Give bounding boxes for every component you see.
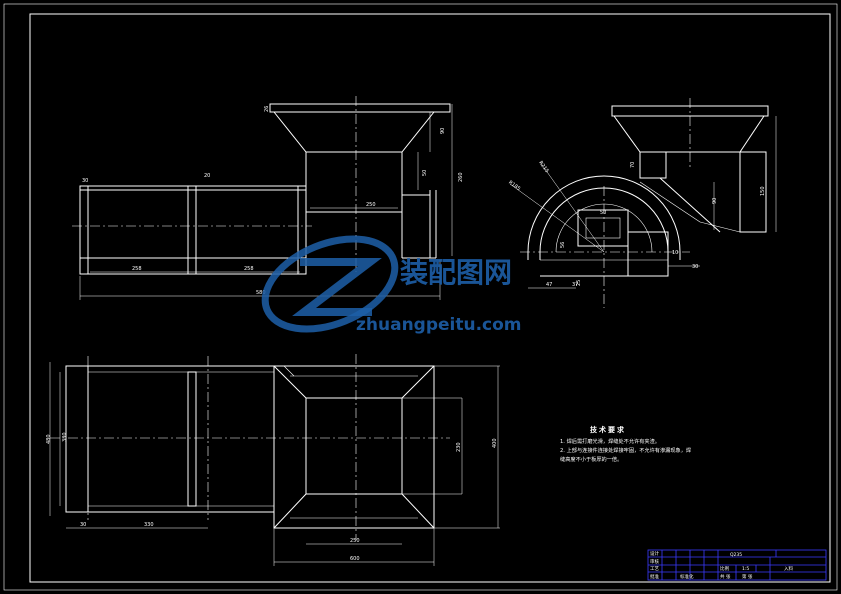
outer-border <box>3 3 838 591</box>
notes-title: 技术要求 <box>590 425 626 434</box>
notes-line-1: 1. 焊后需打磨光滑，焊缝处不允许有夹渣。 <box>560 437 660 445</box>
dim-258-b: 258 <box>244 266 254 272</box>
dim-30-tube: 30 <box>82 178 88 184</box>
dim-50-side: 50 <box>600 210 606 216</box>
dim-600-top: 600 <box>350 556 360 562</box>
dim-580: 580 <box>256 290 266 296</box>
dim-258-a: 258 <box>132 266 142 272</box>
dim-260-front: 260 <box>458 172 464 182</box>
inner-border <box>29 13 831 583</box>
watermark-url: zhuangpeitu.com <box>356 315 522 335</box>
dim-56-side: 56 <box>560 242 566 248</box>
tb-sheet-number: 第 张 <box>742 573 753 580</box>
technical-notes: 技术要求 1. 焊后需打磨光滑，焊缝处不允许有夹渣。 2. 上部与连接件连接处焊… <box>560 425 691 463</box>
dim-r215: R215 <box>537 160 550 174</box>
dim-480-top: 480 <box>46 434 52 444</box>
tb-material: Q235 <box>730 552 742 558</box>
dim-20-tube: 20 <box>204 173 210 179</box>
tb-label-process: 工艺 <box>650 566 659 572</box>
dim-26-front: 26 <box>264 106 270 112</box>
dim-30-side: 30 <box>692 264 698 270</box>
dim-47-side: 47 <box>546 282 552 288</box>
dim-25-side: 25 <box>576 280 582 286</box>
dim-230-top: 230 <box>456 442 462 452</box>
dim-30-top: 30 <box>80 522 86 528</box>
notes-line-2: 2. 上部与连接件连接处焊接牢固，不允许有渗漏现象，焊 <box>560 446 691 454</box>
watermark-brand: 装配图网 <box>400 256 512 289</box>
dim-330-top-bottom: 330 <box>144 522 154 528</box>
dim-r185: R185 <box>507 180 521 193</box>
dim-90-side: 90 <box>712 198 718 204</box>
dim-37-side: 37 <box>572 282 578 288</box>
side-view: R185 R215 50 56 47 25 10 30 70 90 150 37 <box>507 98 777 308</box>
dim-150-side: 150 <box>760 186 766 196</box>
tb-part-name: 入料 <box>784 565 793 572</box>
tb-label-review: 审核 <box>650 558 659 565</box>
tb-extra: 标准化 <box>680 573 694 580</box>
tb-label-design: 设计 <box>650 550 659 557</box>
tb-sheets-total: 共 张 <box>720 573 731 580</box>
dim-10-side: 10 <box>672 250 678 256</box>
tb-scale-label: 比例 <box>720 565 729 572</box>
watermark: 装配图网 zhuangpeitu.com <box>261 235 522 335</box>
dim-400-top: 400 <box>492 438 498 448</box>
tb-label-approve: 批准 <box>650 573 659 580</box>
dim-330-top: 330 <box>62 432 68 442</box>
dim-70-side: 70 <box>630 162 636 168</box>
notes-line-3: 缝高度不小于板厚的一倍。 <box>560 455 622 463</box>
dim-250-top: 250 <box>350 538 360 544</box>
dim-250-front: 250 <box>366 202 376 208</box>
dim-50-front: 50 <box>422 170 428 176</box>
front-view: 580 258 258 30 20 250 260 90 50 26 <box>72 96 464 300</box>
title-block: Q235 入料 比例 1:5 设计 审核 工艺 批准 标准化 共 张 第 张 <box>647 549 827 581</box>
dim-90-front: 90 <box>440 128 446 134</box>
tb-scale: 1:5 <box>742 566 749 572</box>
top-view: 230 400 480 330 30 330 250 600 <box>46 354 500 566</box>
